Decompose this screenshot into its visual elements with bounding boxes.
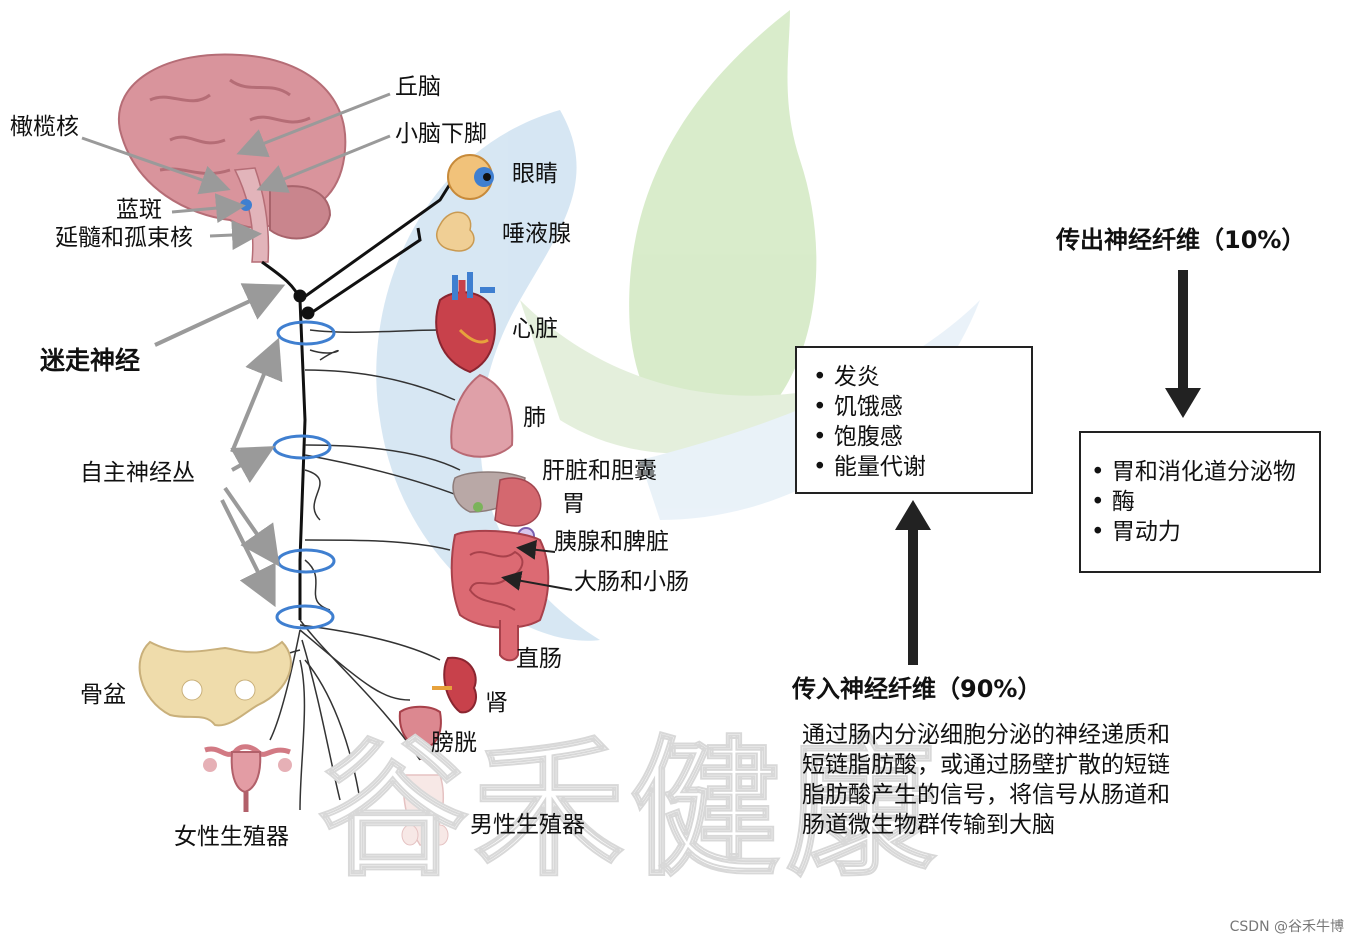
- label-kidney: 肾: [485, 692, 508, 715]
- label-plexus: 自主神经丛: [80, 462, 195, 485]
- label-rectum: 直肠: [516, 648, 562, 671]
- list-item: 能量代谢: [813, 452, 1031, 482]
- list-item: 发炎: [813, 362, 1031, 392]
- list-item: 胃动力: [1091, 517, 1319, 547]
- description-line: 通过肠内分泌细胞分泌的神经递质和: [802, 720, 1222, 750]
- afferent-box: 发炎 饥饿感 饱腹感 能量代谢: [795, 346, 1033, 494]
- list-item: 胃和消化道分泌物: [1091, 457, 1319, 487]
- label-vagus: 迷走神经: [40, 348, 140, 373]
- label-liver: 肝脏和胆囊: [542, 460, 657, 483]
- credit: CSDN @谷禾牛博: [1230, 916, 1344, 936]
- efferent-title: 传出神经纤维（10%）: [1056, 228, 1305, 252]
- description-line: 脂肪酸产生的信号，将信号从肠道和: [802, 780, 1222, 810]
- label-bladder: 膀胱: [431, 732, 477, 755]
- female-reproductive-illustration: [203, 747, 292, 812]
- afferent-arrow: [895, 500, 931, 665]
- list-item: 饥饿感: [813, 392, 1031, 422]
- efferent-list: 胃和消化道分泌物 酶 胃动力: [1091, 457, 1319, 547]
- list-item: 酶: [1091, 487, 1319, 517]
- gray-arrows: [155, 288, 278, 600]
- afferent-description: 通过肠内分泌细胞分泌的神经递质和 短链脂肪酸，或通过肠壁扩散的短链 脂肪酸产生的…: [802, 720, 1222, 840]
- label-cerebellar-peduncle: 小脑下脚: [395, 123, 487, 146]
- label-thalamus: 丘脑: [395, 76, 441, 99]
- list-item: 饱腹感: [813, 422, 1031, 452]
- label-heart: 心脏: [512, 318, 558, 341]
- description-line: 短链脂肪酸，或通过肠壁扩散的短链: [802, 750, 1222, 780]
- label-eye: 眼睛: [512, 163, 558, 186]
- label-stomach: 胃: [562, 493, 585, 516]
- afferent-list: 发炎 饥饿感 饱腹感 能量代谢: [813, 362, 1031, 482]
- label-male-repro: 男性生殖器: [470, 814, 585, 837]
- afferent-title: 传入神经纤维（90%）: [792, 677, 1041, 701]
- label-pancreas: 胰腺和脾脏: [554, 531, 669, 554]
- efferent-arrow: [1165, 270, 1201, 418]
- label-lung: 肺: [523, 407, 546, 430]
- efferent-box: 胃和消化道分泌物 酶 胃动力: [1079, 431, 1321, 573]
- kidney-illustration: [432, 658, 476, 713]
- label-olive: 橄榄核: [10, 116, 79, 139]
- label-medulla-nts: 延髓和孤束核: [55, 227, 193, 250]
- label-salivary: 唾液腺: [502, 223, 571, 246]
- pelvis-illustration: [140, 642, 291, 725]
- description-line: 肠道微生物群传输到大脑: [802, 810, 1222, 840]
- label-pelvis: 骨盆: [80, 684, 126, 707]
- label-female-repro: 女性生殖器: [174, 826, 289, 849]
- label-locus-coeruleus: 蓝斑: [116, 199, 162, 222]
- label-intestines: 大肠和小肠: [574, 571, 689, 594]
